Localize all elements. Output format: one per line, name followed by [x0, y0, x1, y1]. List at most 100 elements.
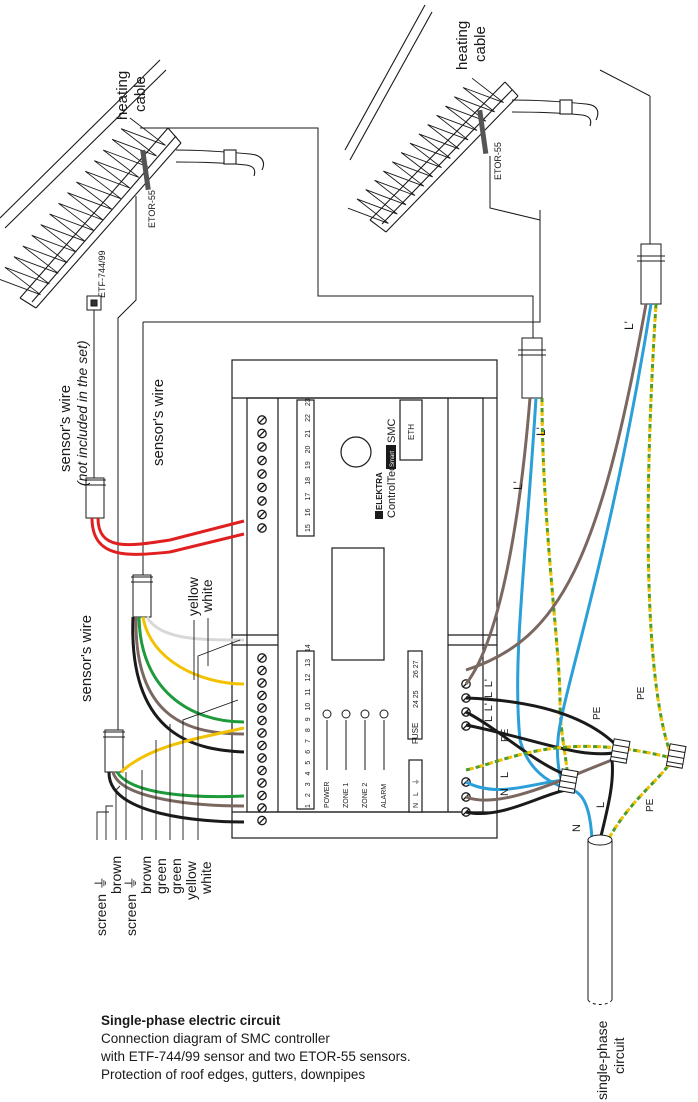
status-leds — [322, 709, 389, 770]
supply-label-1: single-phase — [594, 1020, 610, 1100]
roof-gutter-left — [0, 59, 182, 309]
terminal-screw — [257, 415, 267, 425]
wire-label-leaders — [193, 618, 209, 680]
terminal-screw — [257, 428, 267, 439]
terminal-screw — [257, 442, 267, 452]
terminal-screw — [257, 803, 267, 813]
etor-sensor-label-right: ETOR-55 — [493, 142, 503, 180]
heating-cable-label-right-1: heating — [454, 21, 471, 70]
caption: Single-phase electric circuit Connection… — [101, 1012, 521, 1084]
terminal-screw — [257, 678, 267, 688]
legend-item-0: screen ⏚ — [93, 876, 109, 936]
terminal-screw — [257, 765, 267, 776]
cable-gland-sensor-left — [103, 729, 125, 773]
sensor-routing-lines — [93, 69, 651, 730]
heating-cable-loop — [0, 117, 166, 296]
legend-item-3: brown — [138, 856, 154, 894]
label-pe-1: PE — [592, 706, 603, 720]
red-wires — [90, 517, 245, 556]
fuse-label: FUSE — [411, 723, 420, 744]
terminal-screw — [257, 482, 267, 493]
legend-item-1: brown — [108, 856, 124, 894]
terminal-screw — [257, 815, 267, 826]
legend-item-7: white — [198, 861, 214, 895]
label-l-prime-2: L' — [511, 481, 525, 490]
middle-sensor-wires — [131, 616, 245, 754]
cable-gland-heating-2 — [637, 243, 665, 305]
terminal-numbers-power: N L ⏚ — [412, 778, 420, 808]
terminal-screw — [257, 469, 267, 479]
led-zone2-label: ZONE 2 — [362, 783, 369, 808]
terminal-screw — [257, 455, 267, 466]
label-n-1: N — [499, 788, 511, 796]
wire-connectors — [557, 738, 687, 794]
label-l-prime-1: L' — [534, 427, 548, 436]
etor-sensor-right — [477, 109, 489, 155]
heating-cable-loop — [347, 77, 504, 224]
etor-sensor-label-left: ETOR-55 — [147, 190, 157, 228]
label-l-prime-3: L' — [622, 321, 636, 330]
heating-cable-label-left-1: heating — [114, 71, 131, 120]
eth-label: ETH — [407, 424, 416, 440]
caption-line-3: Protection of roof edges, gutters, downp… — [101, 1067, 366, 1082]
heating-cable-label-left-2: cable — [132, 76, 149, 112]
not-included-note: (not included in the set) — [74, 340, 90, 486]
supply-cable — [587, 834, 613, 1005]
terminal-screw — [257, 740, 267, 751]
brand-label: ELEKTRA — [375, 472, 384, 510]
yellow-wire-label: yellow — [185, 576, 201, 616]
caption-line-1: Connection diagram of SMC controller — [101, 1031, 330, 1046]
cable-gland-sensor-middle — [131, 574, 153, 618]
cable-gland-etf — [84, 477, 106, 519]
sensor-wire-label-etf: sensor's wire — [57, 385, 74, 472]
heating-cable-label-right-2: cable — [472, 26, 489, 62]
model-prefix: ControlTec — [386, 465, 398, 518]
label-pe-4: PE — [645, 798, 656, 812]
controller-logo: ELEKTRA ControlTec Smart SMC — [375, 419, 398, 519]
terminal-numbers-top: 15 16 17 18 19 20 21 22 23 — [305, 398, 312, 532]
white-wire-label: white — [199, 579, 215, 613]
terminal-screw — [257, 523, 267, 533]
heating-cable-zigzag-left — [0, 117, 166, 296]
sensor-wire-label-middle: sensor's wire — [150, 379, 167, 466]
terminal-screws — [257, 415, 471, 826]
cable-gland-heating-1 — [518, 337, 546, 399]
sensor-wire-label-left: sensor's wire — [78, 615, 95, 702]
label-pe-2: PE — [636, 686, 647, 700]
label-l-2: L — [595, 802, 607, 808]
downpipe-left — [175, 149, 265, 177]
terminal-numbers-right-b: 26 27 — [413, 660, 420, 678]
model-name: SMC — [386, 419, 398, 444]
power-wires — [464, 303, 674, 841]
label-n-2: N — [571, 824, 583, 832]
supply-label-2: circuit — [611, 1037, 627, 1074]
roof-gutter-right — [344, 4, 519, 233]
etf-sensor-label: ETF-744/99 — [97, 250, 107, 298]
legend-item-2: screen ⏚ — [123, 876, 139, 936]
downpipe-right — [511, 99, 599, 127]
heating-cable-zigzag-right — [347, 77, 504, 224]
etf-sensor — [86, 295, 102, 311]
etor-sensor-left — [140, 149, 151, 191]
led-power-label: POWER — [324, 782, 331, 808]
caption-line-2: with ETF-744/99 sensor and two ETOR-55 s… — [101, 1049, 411, 1064]
left-sensor-wires — [107, 726, 245, 824]
label-l-1: L — [499, 772, 511, 778]
terminal-numbers-right-a: 24 25 — [413, 690, 420, 708]
terminal-numbers-bottom: 1 2 3 4 5 6 7 8 9 10 11 12 13 14 — [305, 644, 312, 808]
label-terminal-l-l-prime: L L' L L' — [483, 679, 495, 722]
model-badge: Smart — [390, 451, 396, 467]
terminal-screw — [257, 753, 267, 763]
caption-title: Single-phase electric circuit — [101, 1013, 281, 1028]
legend-item-5: green — [168, 858, 184, 894]
terminal-screw — [257, 496, 267, 506]
terminal-screw — [257, 690, 267, 701]
terminal-screw — [257, 653, 267, 663]
legend-item-6: yellow — [183, 860, 199, 900]
legend-leaders — [96, 639, 241, 840]
terminal-screw — [257, 509, 267, 520]
terminal-screw — [257, 790, 267, 801]
terminal-screw — [257, 778, 267, 788]
label-pe-3: PE — [500, 728, 511, 742]
